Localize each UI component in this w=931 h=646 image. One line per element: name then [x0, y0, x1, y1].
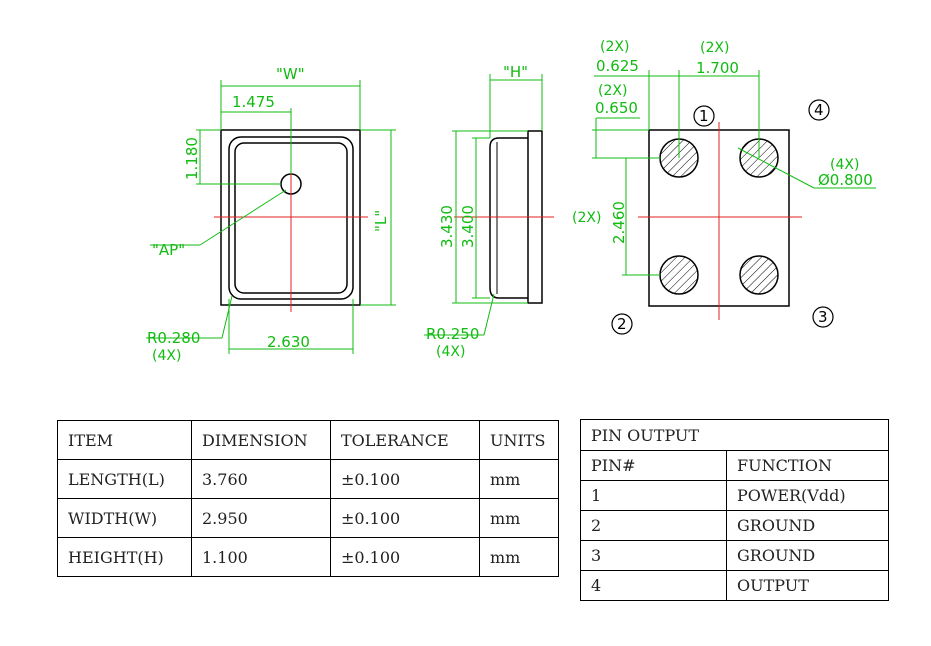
item-cell: LENGTH(L) [57, 459, 192, 499]
tolerance-cell: ±0.100 [330, 498, 480, 538]
radius-0280-label: R0.280 [147, 329, 200, 347]
dim-2460: 2.460 [610, 201, 628, 244]
pad-2 [659, 255, 699, 295]
pin-4-number: 4 [814, 101, 824, 119]
header-dimension: DIMENSION [191, 420, 331, 460]
item-cell: WIDTH(W) [57, 498, 192, 538]
pin-number-cell: 1 [580, 480, 727, 511]
dimension-cell: 3.760 [191, 459, 331, 499]
count-2460: (2X) [572, 210, 601, 226]
radius-0280-count: (4X) [152, 348, 181, 364]
pin-output-table: PIN OUTPUT PIN# FUNCTION 1 POWER(Vdd) 2 … [580, 419, 889, 601]
units-cell: mm [479, 498, 559, 538]
h-label: "H" [503, 63, 528, 81]
l-label: "L" [372, 210, 390, 232]
header-tolerance: TOLERANCE [330, 420, 480, 460]
pin-number-cell: 2 [580, 510, 727, 541]
header-function: FUNCTION [726, 450, 889, 481]
tolerance-cell: ±0.100 [330, 459, 480, 499]
table-row: 4 OUTPUT [580, 570, 889, 601]
pad-diameter: Ø0.800 [818, 171, 873, 189]
front-view: "W" 1.475 1.180 "L" "AP" R0.280 (4X) 2.6… [146, 65, 396, 364]
pin-table-header: PIN# FUNCTION [580, 450, 889, 481]
radius-0250-count: (4X) [436, 344, 465, 360]
table-row: 2 GROUND [580, 510, 889, 541]
pad-3 [739, 255, 779, 295]
ap-label: "AP" [152, 241, 185, 259]
dimension-table: ITEM DIMENSION TOLERANCE UNITS LENGTH(L)… [57, 420, 559, 577]
dim-3400: 3.400 [459, 205, 477, 248]
count-1700: (2X) [700, 40, 729, 56]
dim-1475: 1.475 [232, 93, 275, 111]
pin-function-cell: GROUND [726, 510, 889, 541]
table-row: HEIGHT(H) 1.100 ±0.100 mm [57, 537, 559, 577]
count-pad: (4X) [830, 157, 859, 173]
pin-number-cell: 4 [580, 570, 727, 601]
tolerance-cell: ±0.100 [330, 537, 480, 577]
units-cell: mm [479, 459, 559, 499]
dim-1700: 1.700 [696, 59, 739, 77]
pin-function-cell: POWER(Vdd) [726, 480, 889, 511]
table-row: WIDTH(W) 2.950 ±0.100 mm [57, 498, 559, 538]
pin-1-number: 1 [699, 107, 709, 125]
item-cell: HEIGHT(H) [57, 537, 192, 577]
dim-0650: 0.650 [595, 99, 638, 117]
pin-4-marker [808, 99, 830, 121]
pin-number-cell: 3 [580, 540, 727, 571]
count-0625: (2X) [600, 39, 629, 55]
pin-table-title: PIN OUTPUT [580, 419, 889, 451]
pin-3-marker [812, 306, 834, 328]
table-row: 3 GROUND [580, 540, 889, 571]
table-row: 1 POWER(Vdd) [580, 480, 889, 511]
header-pin: PIN# [580, 450, 727, 481]
pin-2-marker [611, 313, 633, 335]
units-cell: mm [479, 537, 559, 577]
dimension-cell: 2.950 [191, 498, 331, 538]
w-label: "W" [276, 65, 305, 83]
header-units: UNITS [479, 420, 559, 460]
pin-function-cell: OUTPUT [726, 570, 889, 601]
dim-1180: 1.180 [183, 137, 201, 180]
count-0650: (2X) [598, 83, 627, 99]
dim-2630: 2.630 [267, 333, 310, 351]
bottom-view: (2X) 0.625 (2X) 1.700 (2X) 0.650 (2X) 2.… [572, 39, 876, 335]
side-view: "H" 3.430 3.400 R0.250 (4X) [424, 63, 554, 360]
dim-0625: 0.625 [596, 57, 639, 75]
pin-function-cell: GROUND [726, 540, 889, 571]
pin-1-marker [693, 105, 715, 127]
dimension-cell: 1.100 [191, 537, 331, 577]
side-lid-outline [489, 137, 528, 299]
pin-2-number: 2 [617, 315, 627, 333]
pin-3-number: 3 [818, 308, 828, 326]
header-item: ITEM [57, 420, 192, 460]
pin-table-title-row: PIN OUTPUT [580, 419, 889, 451]
dim-3430: 3.430 [438, 205, 456, 248]
dimension-table-header: ITEM DIMENSION TOLERANCE UNITS [57, 420, 559, 460]
table-row: LENGTH(L) 3.760 ±0.100 mm [57, 459, 559, 499]
radius-0250-label: R0.250 [426, 325, 479, 343]
